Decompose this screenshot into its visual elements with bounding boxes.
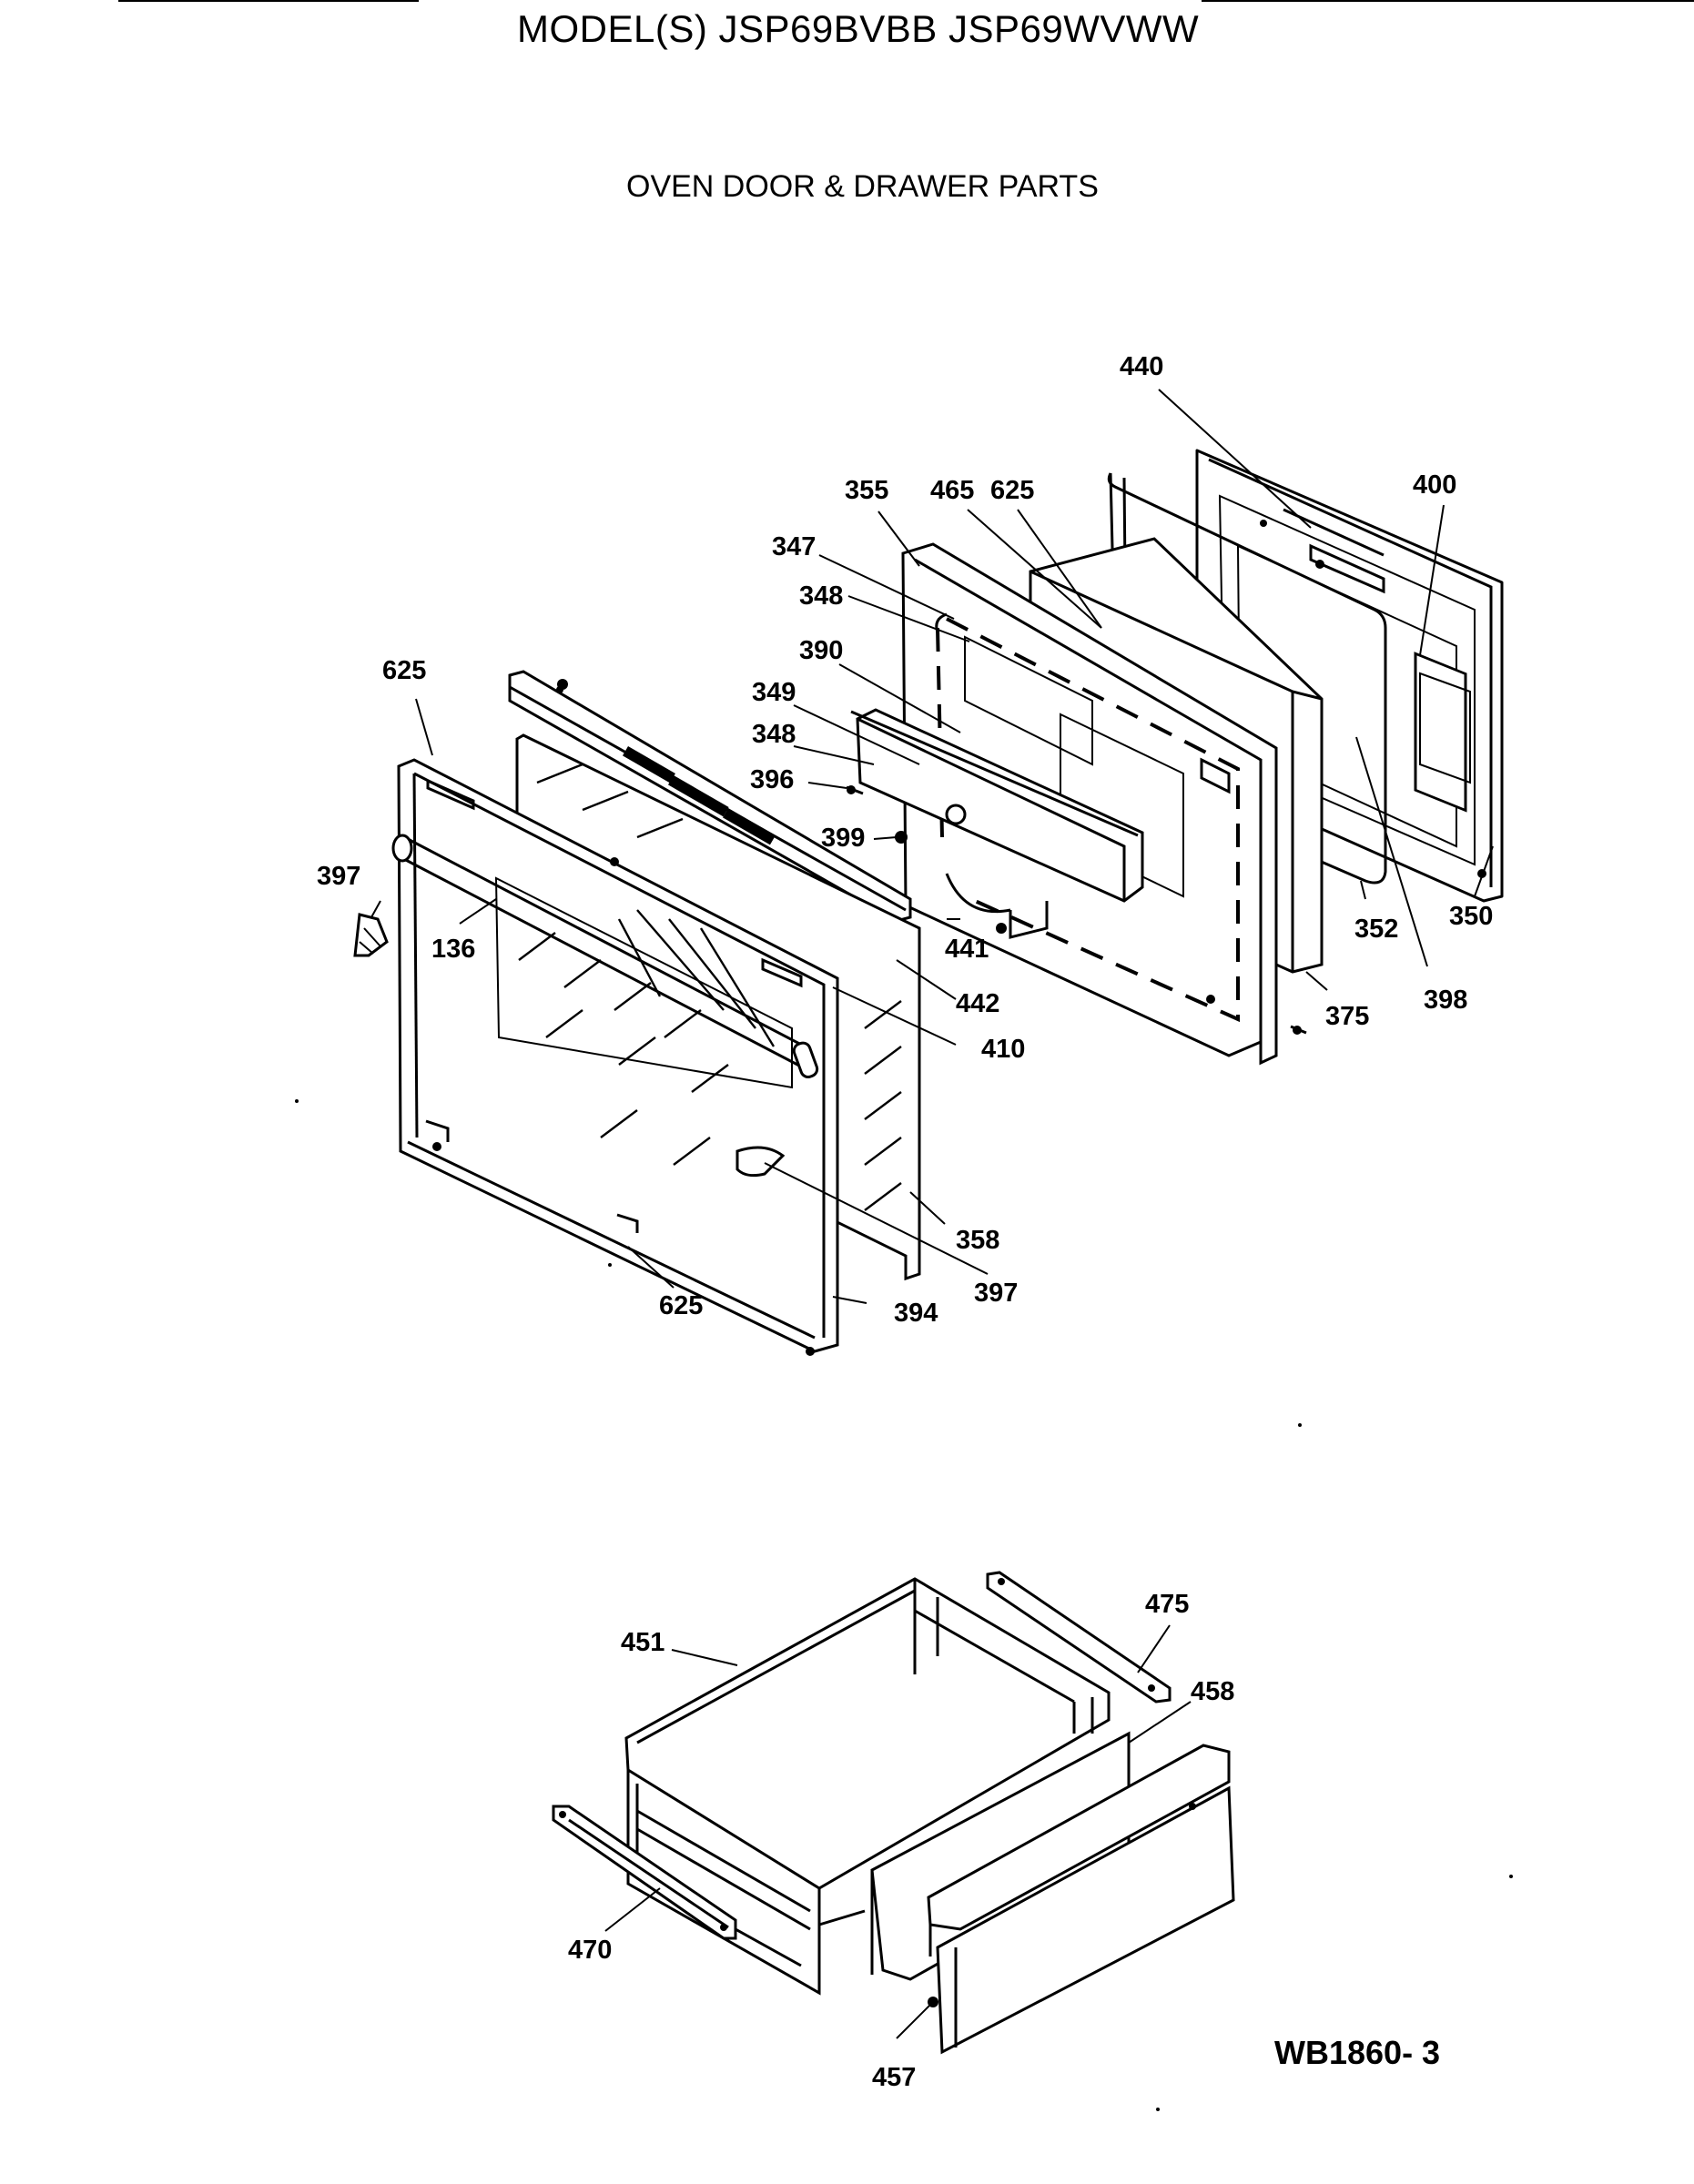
section-title: OVEN DOOR & DRAWER PARTS — [626, 169, 1099, 204]
label-625-bottom: 625 — [659, 1291, 703, 1320]
drawer-slide-right — [986, 1571, 1172, 1704]
label-397-left: 397 — [317, 862, 360, 891]
model-title: MODEL(S) JSP69BVBB JSP69WVWW — [517, 7, 1200, 50]
label-349: 349 — [752, 678, 796, 707]
label-400: 400 — [1413, 470, 1456, 500]
drawer-slide-left — [552, 1805, 737, 1940]
label-352: 352 — [1354, 915, 1398, 944]
label-625-top: 625 — [990, 476, 1034, 505]
label-442: 442 — [956, 989, 999, 1018]
label-347: 347 — [772, 532, 816, 561]
label-348-top: 348 — [799, 581, 843, 611]
label-348-mid: 348 — [752, 720, 796, 749]
label-399: 399 — [821, 824, 865, 853]
label-475: 475 — [1145, 1590, 1189, 1619]
scan-specks — [295, 1099, 1513, 2111]
label-440: 440 — [1120, 352, 1163, 381]
door-clip — [353, 913, 389, 957]
label-625-left: 625 — [382, 656, 426, 685]
label-451: 451 — [621, 1628, 664, 1657]
label-397-right: 397 — [974, 1279, 1018, 1308]
label-358: 358 — [956, 1226, 999, 1255]
outer-door-frame — [391, 758, 839, 1356]
header-rule-left — [118, 0, 419, 2]
leader-lines — [370, 389, 1494, 2039]
label-398: 398 — [1424, 986, 1467, 1015]
label-136: 136 — [431, 935, 475, 964]
label-396: 396 — [750, 765, 794, 794]
part-labels: 440 400 355 465 625 347 348 390 349 348 … — [317, 352, 1493, 2092]
label-350: 350 — [1449, 902, 1493, 931]
vent-strip — [508, 670, 912, 923]
label-458: 458 — [1191, 1677, 1234, 1706]
label-410: 410 — [981, 1035, 1025, 1064]
label-441: 441 — [945, 935, 989, 964]
drawer-front-panel — [870, 1731, 1235, 2055]
label-470: 470 — [568, 1936, 612, 1965]
label-355: 355 — [845, 476, 888, 505]
label-457: 457 — [872, 2063, 916, 2092]
reference-code: WB1860- 3 — [1274, 2034, 1440, 2071]
label-375: 375 — [1325, 1002, 1369, 1031]
screws — [556, 520, 1307, 1035]
label-390: 390 — [799, 636, 843, 665]
latch-plate — [850, 708, 1144, 903]
door-liner-rear — [1195, 449, 1504, 903]
label-465: 465 — [930, 476, 974, 505]
label-394: 394 — [894, 1299, 938, 1328]
header-rule-right — [1202, 0, 1694, 2]
